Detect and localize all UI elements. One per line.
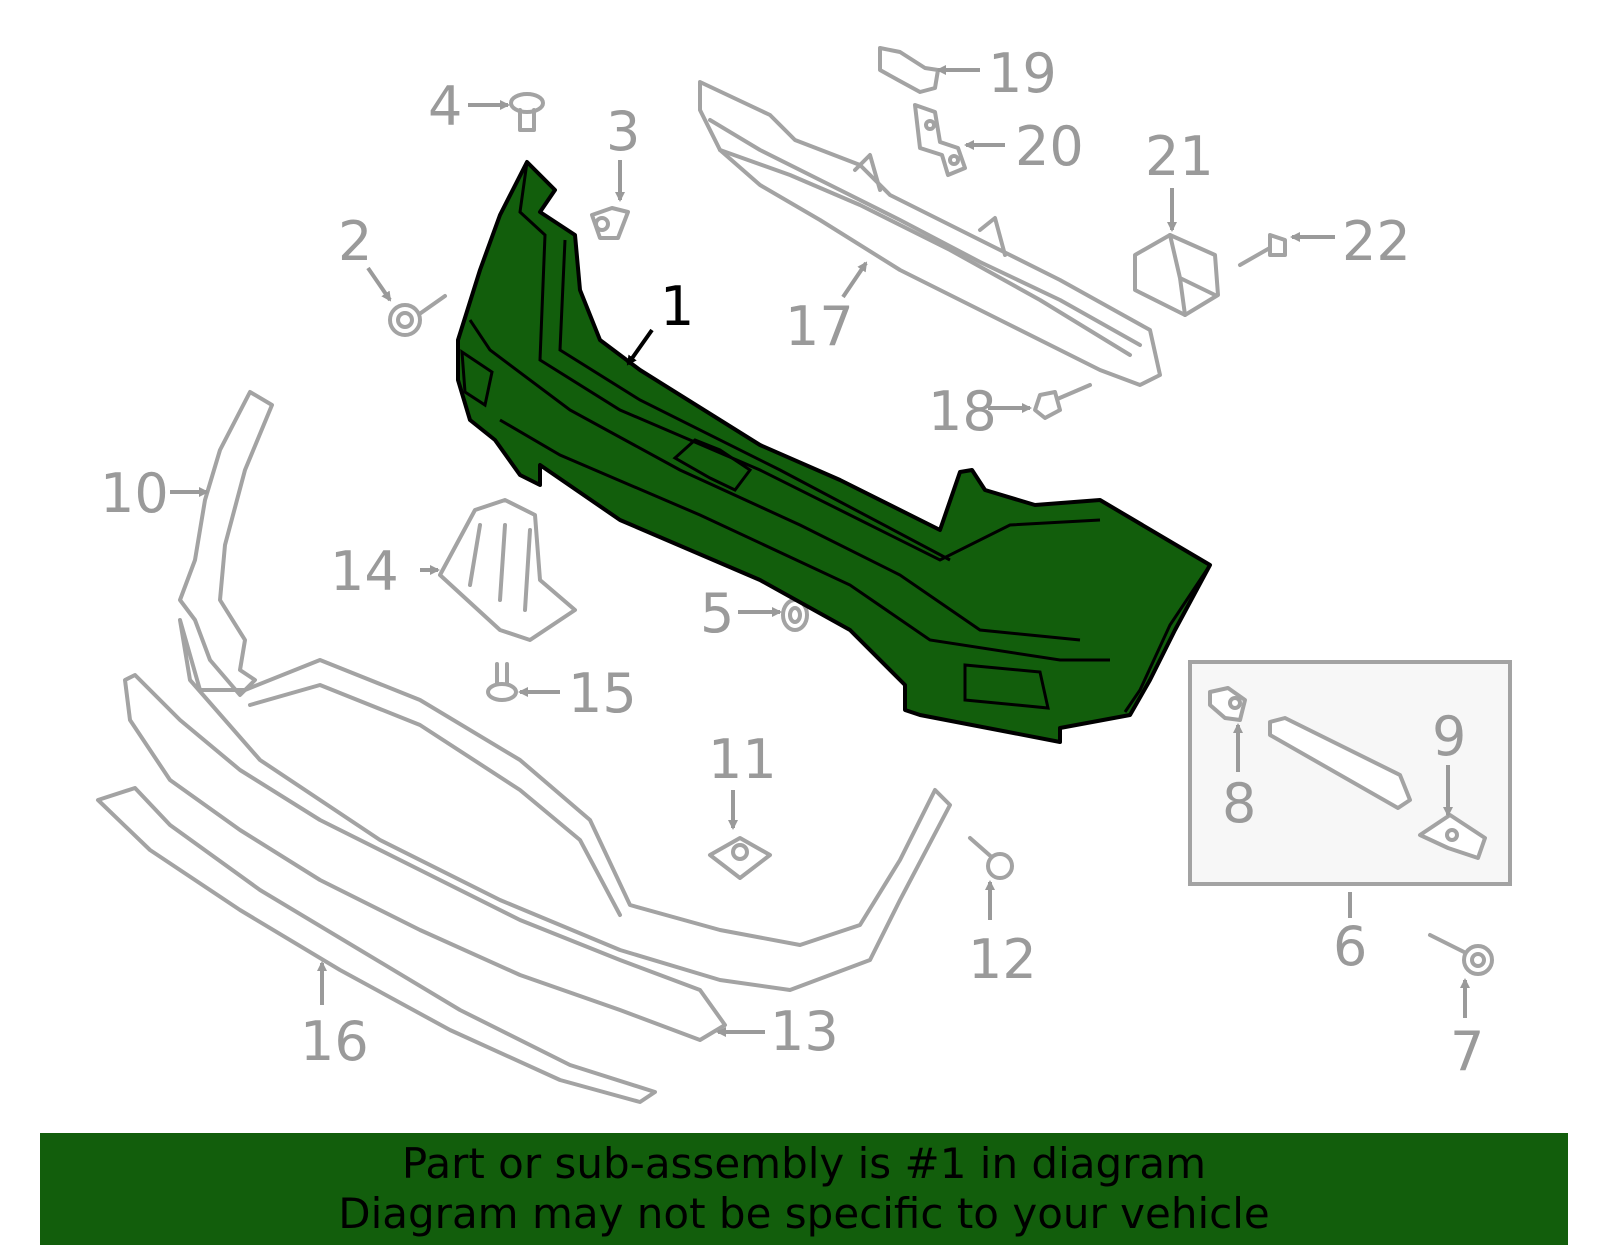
callout-16: 16 [300, 1010, 369, 1073]
callout-17: 17 [785, 295, 854, 358]
callout-3: 3 [606, 100, 640, 163]
callout-12: 12 [968, 928, 1037, 991]
side-trim-part-10 [178, 390, 274, 697]
callout-5: 5 [700, 582, 734, 645]
callout-18: 18 [928, 380, 997, 443]
callout-15: 15 [568, 662, 637, 725]
callout-14: 14 [330, 540, 399, 603]
callout-1: 1 [660, 275, 694, 338]
callout-4: 4 [428, 75, 462, 138]
clip-part-8 [1208, 686, 1247, 722]
trim-strip [96, 786, 657, 1104]
bumper-cover-part-1 [456, 160, 1212, 744]
kit-box-part-6 [1188, 660, 1512, 886]
bolt-part-18 [1033, 383, 1092, 420]
bracket-part-21 [1133, 233, 1220, 317]
bracket-part-9-rail [1268, 716, 1412, 810]
lower-cover-part-13 [178, 618, 952, 992]
bolt-part-22 [1238, 233, 1287, 267]
callout-20: 20 [1015, 115, 1084, 178]
clip-part-3 [590, 206, 630, 240]
banner-line-2: Diagram may not be specific to your vehi… [338, 1189, 1270, 1238]
screw-part-2 [388, 294, 447, 337]
banner-line-1: Part or sub-assembly is #1 in diagram [401, 1139, 1207, 1188]
callout-13: 13 [770, 1000, 839, 1063]
callout-6: 6 [1333, 915, 1367, 978]
clip-nut-part-11 [708, 836, 772, 880]
callout-2: 2 [338, 210, 372, 273]
callout-8: 8 [1222, 772, 1256, 835]
info-banner: Part or sub-assembly is #1 in diagram Di… [40, 1133, 1568, 1245]
bolt-part-12 [968, 836, 1014, 880]
screw-part-4 [509, 92, 545, 132]
bracket-part-14 [438, 498, 577, 642]
leader-2 [366, 266, 392, 302]
reinforcement-beam-part-17 [698, 80, 1162, 387]
lower-valance-part-16 [123, 673, 727, 1042]
screw-part-7 [1428, 933, 1494, 976]
bracket-part-20 [913, 103, 967, 177]
callout-10: 10 [100, 462, 169, 525]
callout-21: 21 [1145, 125, 1214, 188]
bracket-part-19 [878, 46, 940, 94]
callout-19: 19 [988, 42, 1057, 105]
leader-1 [626, 328, 654, 366]
callout-22: 22 [1342, 210, 1411, 273]
pin-part-15 [486, 662, 518, 702]
leader-17 [841, 261, 868, 299]
callout-7: 7 [1450, 1020, 1484, 1083]
callout-9: 9 [1432, 705, 1466, 768]
callout-11: 11 [708, 728, 777, 791]
clip-part-9 [1418, 813, 1487, 860]
